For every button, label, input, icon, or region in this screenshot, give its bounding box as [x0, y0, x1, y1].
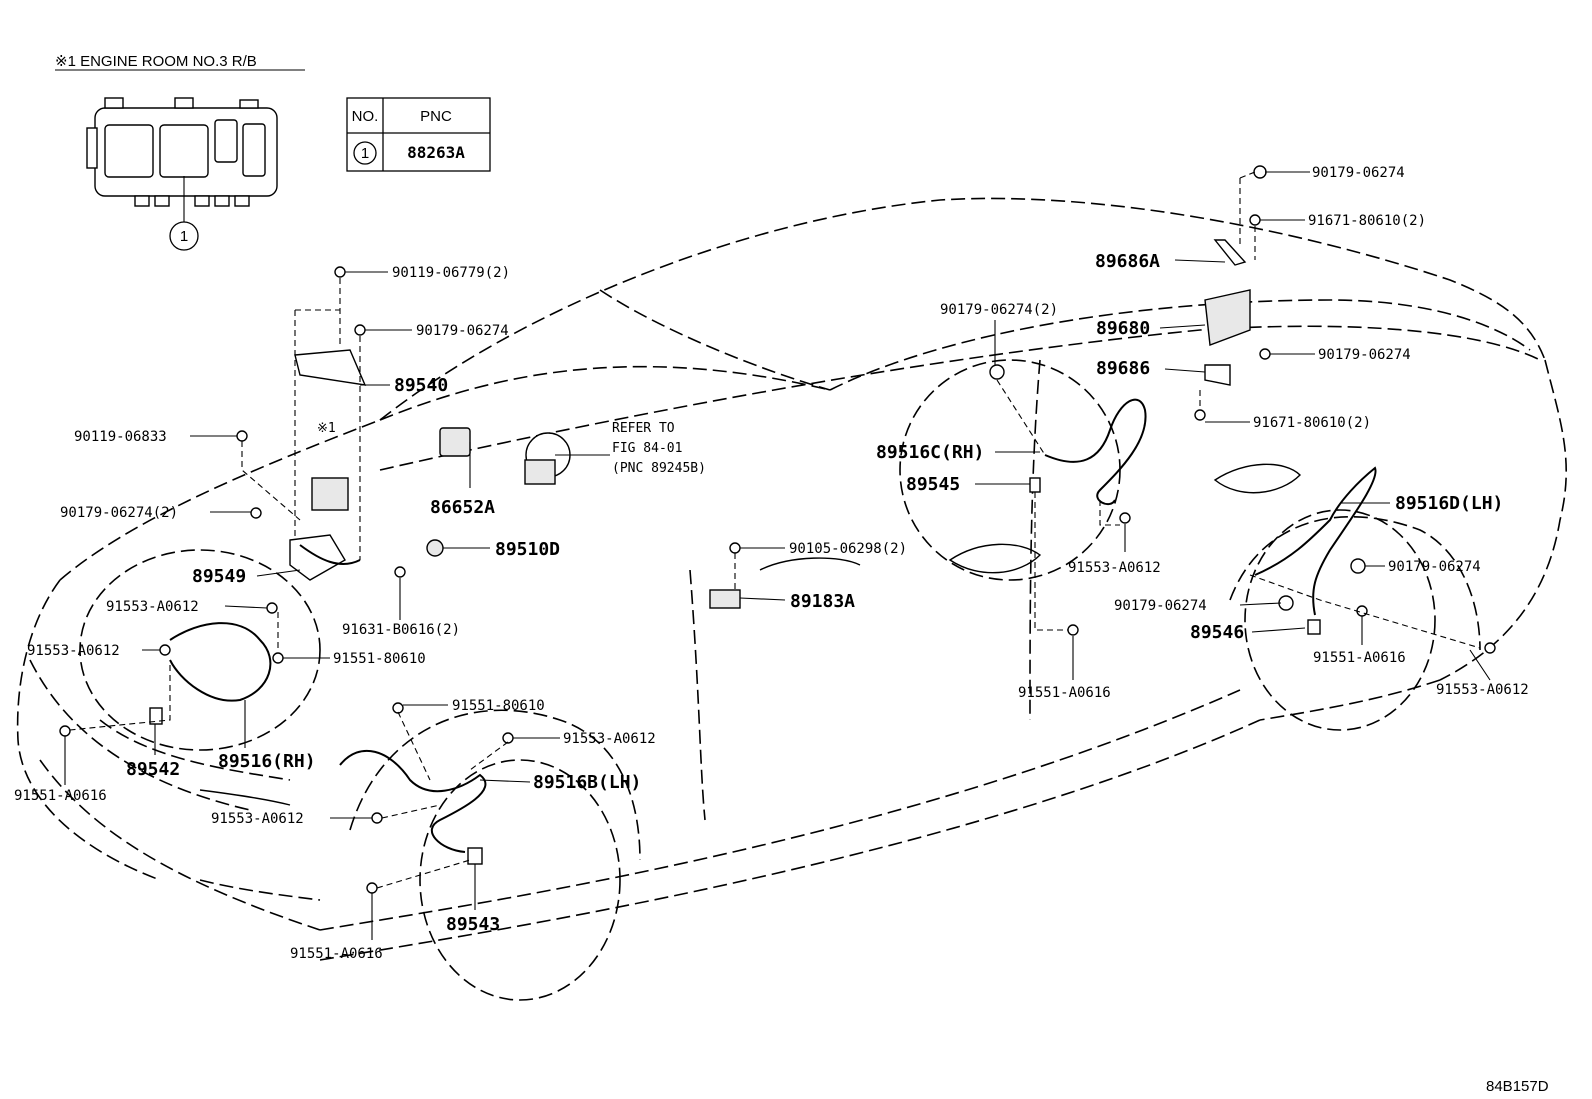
relay-box-callout: 1 [169, 221, 199, 251]
part-89183A [709, 589, 741, 609]
label-89516-rh: 89516(RH) [218, 751, 316, 772]
door-handles [199, 463, 1301, 806]
part-89686 [1204, 364, 1231, 386]
label-89680: 89680 [1096, 318, 1150, 339]
part-89543 [467, 847, 483, 865]
label-91671-80610: 91671-80610(2) [1253, 415, 1371, 431]
label-89543: 89543 [446, 914, 500, 935]
part-89542 [149, 707, 163, 725]
leader-lines [64, 171, 1491, 940]
relay-box-illustration [86, 97, 278, 222]
label-91553-a0612: 91553-A0612 [563, 731, 656, 747]
label-91551-a0616: 91551-A0616 [1018, 685, 1111, 701]
label-89516b-lh: 89516B(LH) [533, 772, 641, 793]
table-header-no: NO. [352, 108, 379, 125]
label-91551-a0616: 91551-A0616 [290, 946, 383, 962]
engine-room-note: ※1 ENGINE ROOM NO.3 R/B [55, 53, 257, 70]
label-91553-a0612: 91553-A0612 [1436, 682, 1529, 698]
label-91551-80610: 91551-80610 [333, 651, 426, 667]
label-90119-06833: 90119-06833 [74, 429, 167, 445]
label-91551-a0616: 91551-A0616 [1313, 650, 1406, 666]
part-89510D [426, 539, 444, 557]
label-91631-b0616: 91631-B0616(2) [342, 622, 460, 638]
vehicle-outline [16, 197, 1567, 1001]
part-89540 [294, 349, 367, 386]
part-labels: 90179-06274 91671-80610(2) 89686A 90119-… [14, 165, 1529, 962]
wire-harnesses [169, 398, 1377, 853]
refer-note-line3: (PNC 89245B) [612, 461, 706, 476]
label-89686: 89686 [1096, 358, 1150, 379]
refer-note-line1: REFER TO [612, 421, 675, 436]
label-90179-06274-2: 90179-06274(2) [60, 505, 178, 521]
label-91551-80610: 91551-80610 [452, 698, 545, 714]
label-91553-a0612: 91553-A0612 [1068, 560, 1161, 576]
label-90119-06779: 90119-06779(2) [392, 265, 510, 281]
part-relay [311, 477, 349, 511]
part-89680 [1204, 289, 1251, 346]
table-row-no: 1 [361, 145, 369, 162]
label-91551-a0616: 91551-A0616 [14, 788, 107, 804]
label-89183a: 89183A [790, 591, 855, 612]
label-90179-06274: 90179-06274 [1388, 559, 1481, 575]
label-91671-80610: 91671-80610(2) [1308, 213, 1426, 229]
label-89546: 89546 [1190, 622, 1244, 643]
label-91553-a0612: 91553-A0612 [211, 811, 304, 827]
label-89549: 89549 [192, 566, 246, 587]
label-90105-06298: 90105-06298(2) [789, 541, 907, 557]
label-89545: 89545 [906, 474, 960, 495]
label-89516c-rh: 89516C(RH) [876, 442, 984, 463]
label-89510d: 89510D [495, 539, 560, 560]
refer-note-line2: FIG 84-01 [612, 441, 682, 456]
svg-text:1: 1 [180, 228, 188, 245]
table-header-pnc: PNC [420, 108, 452, 125]
label-90179-06274: 90179-06274 [1312, 165, 1405, 181]
label-91553-a0612: 91553-A0612 [106, 599, 199, 615]
label-90179-06274: 90179-06274 [1318, 347, 1411, 363]
label-89540: 89540 [394, 375, 448, 396]
part-86652A [439, 427, 471, 457]
figure-id: 84B157D [1486, 1078, 1549, 1095]
part-89546 [1307, 619, 1321, 635]
part-89545 [1029, 477, 1041, 493]
label-90179-06274: 90179-06274 [416, 323, 509, 339]
label-90179-06274-2: 90179-06274(2) [940, 302, 1058, 318]
relay-note-marker: ※1 [317, 421, 336, 436]
label-91553-a0612: 91553-A0612 [27, 643, 120, 659]
label-86652a: 86652A [430, 497, 495, 518]
part-89686A [1213, 239, 1247, 266]
table-row-pnc: 88263A [407, 143, 465, 162]
label-90179-06274: 90179-06274 [1114, 598, 1207, 614]
part-spiral-connector [524, 459, 556, 485]
pnc-table: NO. PNC 1 88263A [346, 97, 491, 172]
parts [59, 165, 1496, 894]
label-89542: 89542 [126, 759, 180, 780]
label-89686a: 89686A [1095, 251, 1160, 272]
label-89516d-lh: 89516D(LH) [1395, 493, 1503, 514]
